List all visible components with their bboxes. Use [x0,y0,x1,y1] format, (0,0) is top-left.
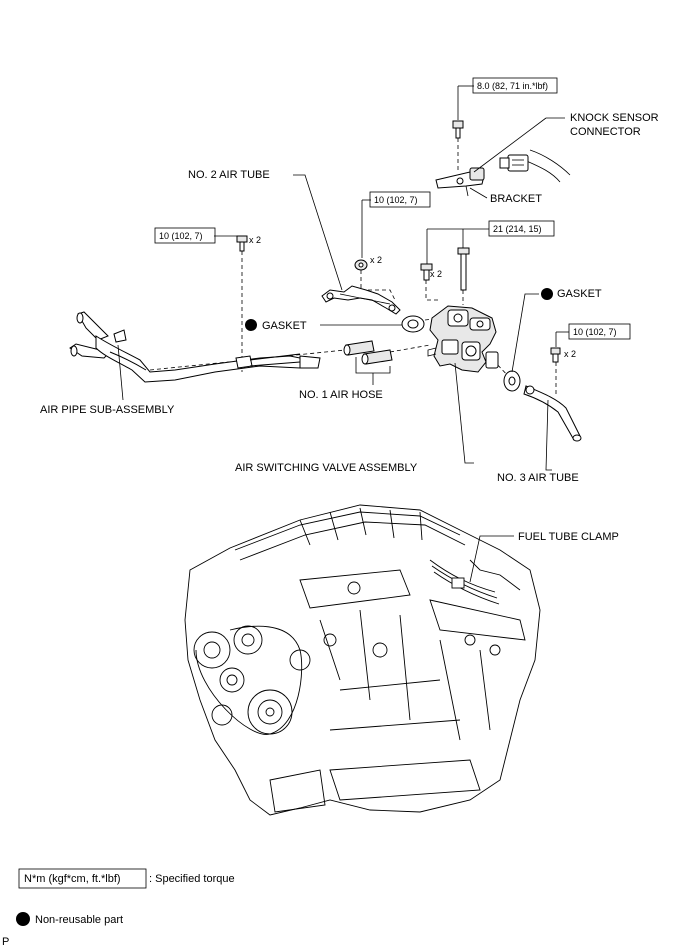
label-knock-sensor-line2: CONNECTOR [570,126,641,138]
no2-air-tube [321,285,401,315]
leader-air-switching-valve [454,362,474,464]
label-air-pipe-sub-assembly: AIR PIPE SUB-ASSEMBLY [40,404,175,416]
bolt-top [452,120,464,139]
leader-no2-air-tube [293,174,343,291]
legend-torque-box [18,868,147,889]
diagram-labels: KNOCK SENSOR CONNECTOR BRACKET NO. 2 AIR… [40,112,659,543]
torque-spec-tube3-bolt: 10 (102, 7) [555,323,631,347]
label-gasket-left: GASKET [262,320,307,332]
bolt-valve-long [457,247,470,291]
leader-knock-sensor [473,117,547,173]
torque-spec-valve-bolt: 21 (214, 15) [426,220,555,265]
label-air-switching-valve-assembly: AIR SWITCHING VALVE ASSEMBLY [235,462,418,474]
nonreusable-marker-gasket-right [541,288,553,300]
label-no1-air-hose: NO. 1 AIR HOSE [299,389,383,401]
leader-air-pipe [117,344,124,401]
leader-no3-air-tube [545,399,552,471]
bolt-tube3 [550,347,561,363]
label-gasket-right: GASKET [557,288,602,300]
bolt-left [236,235,248,252]
air-switching-valve-assembly [427,305,499,373]
label-bracket: BRACKET [490,193,542,205]
legend-nonreusable-marker [16,912,30,926]
svg-text:10 (102, 7): 10 (102, 7) [573,327,617,337]
leader-fuel-tube-clamp [469,535,514,583]
no1-air-hose-a [343,340,375,356]
label-no2-air-tube: NO. 2 AIR TUBE [188,169,270,181]
label-knock-sensor-line1: KNOCK SENSOR [570,112,659,124]
svg-text:21 (214, 15): 21 (214, 15) [493,224,542,234]
gasket-left [401,315,425,333]
engine-illustration [184,504,541,816]
legend-torque-desc: : Specified torque [149,873,235,885]
torque-spec-top-bolt: 8.0 (82, 71 in.*lbf) [457,77,558,120]
qty-tube2: x 2 [370,255,382,265]
no1-air-hose-b [361,349,393,365]
label-fuel-tube-clamp: FUEL TUBE CLAMP [518,531,619,543]
legend-torque-box-text: N*m (kgf*cm, ft.*lbf) [24,873,121,885]
qty-tube3: x 2 [564,349,576,359]
footer-code: P [2,936,9,948]
legend-nonreusable-text: Non-reusable part [35,914,123,926]
nut-tube2 [354,259,368,271]
torque-spec-left-bolt: 10 (102, 7) [154,227,238,244]
qty-left: x 2 [249,235,261,245]
legend: N*m (kgf*cm, ft.*lbf) : Specified torque… [2,868,235,948]
svg-text:10 (102, 7): 10 (102, 7) [159,231,203,241]
knock-sensor-connector [499,149,571,183]
leader-gasket-right [511,293,539,373]
bolt-valve-short [420,263,433,281]
qty-valve: x 2 [430,269,442,279]
torque-spec-tube2-stud: 10 (102, 7) [361,191,431,258]
nonreusable-marker-gasket-left [245,319,257,331]
leader-bracket [469,187,488,199]
bracket [435,167,485,197]
svg-text:10 (102, 7): 10 (102, 7) [374,195,418,205]
svg-text:8.0 (82, 71 in.*lbf): 8.0 (82, 71 in.*lbf) [477,81,548,91]
label-no3-air-tube: NO. 3 AIR TUBE [497,472,579,484]
no3-air-tube [523,385,582,442]
gasket-right [503,370,521,392]
